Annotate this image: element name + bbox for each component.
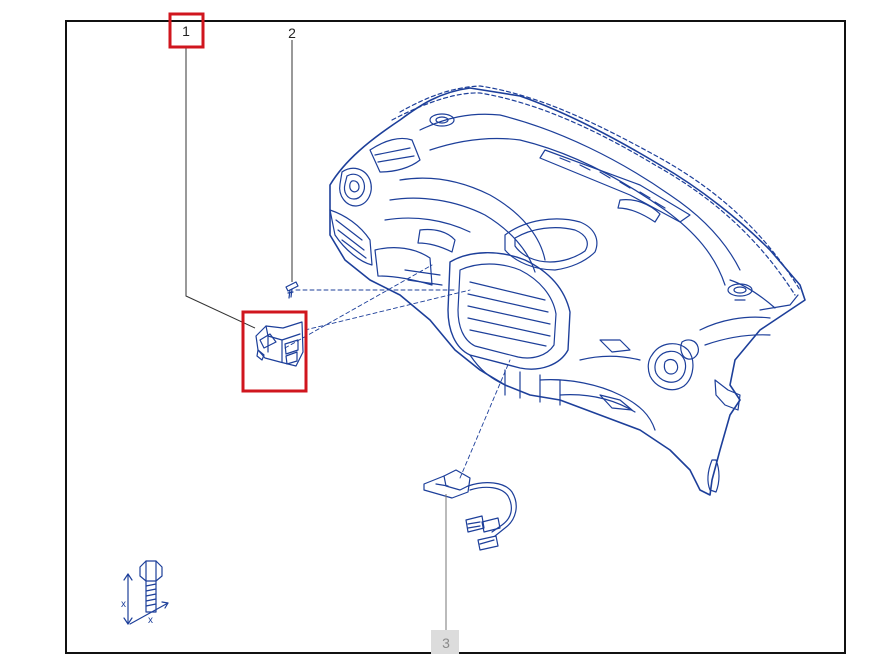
callout-3-label: 3 xyxy=(442,635,450,651)
callout-3-grey-tag xyxy=(431,630,459,654)
diagram-frame xyxy=(65,20,846,654)
assembly-leader-lines xyxy=(284,264,511,479)
switch-module-highlight-box xyxy=(241,310,308,393)
callout-2-label: 2 xyxy=(288,25,296,41)
screw-part xyxy=(285,281,299,299)
fastener-dimension-vertical-label: x xyxy=(121,599,126,610)
callout-1-highlight-box xyxy=(168,12,205,49)
dashboard-assembly xyxy=(329,85,806,496)
fastener-dimension-horizontal-label: x xyxy=(148,615,153,626)
callout-leaders xyxy=(185,40,447,630)
switch-module-part xyxy=(255,321,304,367)
fastener-legend xyxy=(123,560,169,625)
callout-1-label: 1 xyxy=(182,23,190,39)
wiring-harness-part xyxy=(423,469,517,551)
